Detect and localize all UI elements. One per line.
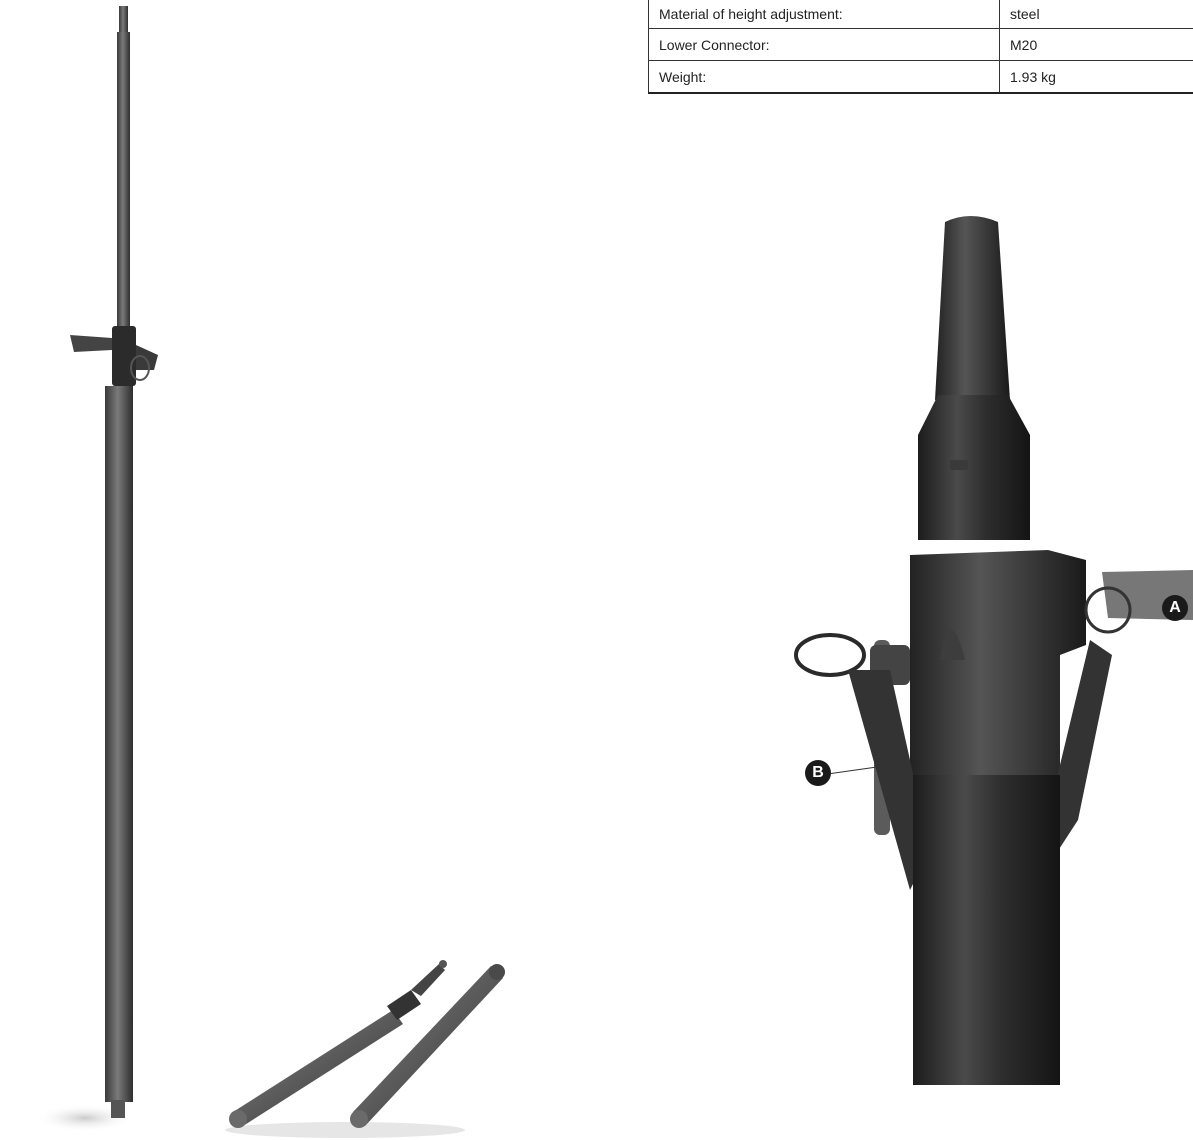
clamp-closeup-image (794, 216, 1193, 1085)
table-row: Material of height adjustment: steel (648, 0, 1193, 29)
callout-b-badge: B (805, 760, 831, 786)
spec-label: Lower Connector: (648, 28, 1000, 61)
spec-value: M20 (999, 28, 1193, 61)
telescopic-pole-image (40, 6, 158, 1132)
spec-value: steel (999, 0, 1193, 29)
spec-label: Weight: (648, 60, 1000, 94)
callout-a-badge: A (1162, 595, 1188, 621)
spec-table: Material of height adjustment: steel Low… (648, 0, 1193, 94)
spec-label: Material of height adjustment: (648, 0, 1000, 29)
table-row: Weight: 1.93 kg (648, 60, 1193, 94)
table-row: Lower Connector: M20 (648, 28, 1193, 61)
spec-value: 1.93 kg (999, 60, 1193, 94)
extension-tubes-image (225, 960, 505, 1138)
